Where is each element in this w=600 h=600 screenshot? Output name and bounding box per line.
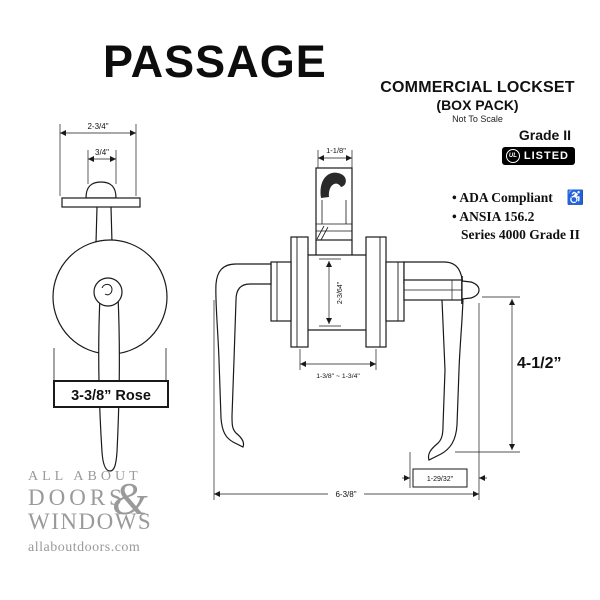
dim-latch-tip-label: 1-29/32" — [427, 476, 454, 483]
latch-tube-lines — [404, 280, 462, 300]
rose-right-side — [365, 236, 387, 348]
dim-rose-diameter — [53, 348, 167, 380]
watermark-url: allaboutdoors.com — [28, 540, 141, 555]
scale-note: Not To Scale — [452, 114, 503, 124]
page-title: PASSAGE — [103, 36, 327, 87]
ul-logo-text: UL — [508, 153, 517, 159]
dim-rose-width-label: 2-3/4" — [87, 122, 108, 131]
watermark-line3: WINDOWS — [28, 509, 153, 534]
chassis-detail-lines — [316, 200, 352, 241]
dim-chassis-width — [317, 150, 353, 168]
chassis-catch-shaded — [320, 172, 346, 198]
lever-left-neck — [270, 261, 292, 322]
dim-overall-width — [213, 300, 479, 500]
dim-door-thickness-label: 1-3/8" ~ 1-3/4" — [316, 373, 360, 380]
watermark: ALL ABOUT DOORS WINDOWS & allaboutdoors.… — [28, 468, 152, 556]
lever-left — [215, 263, 272, 448]
ul-listed-label: LISTED — [523, 150, 569, 162]
dim-chassis-width-label: 1-1/8" — [326, 146, 346, 155]
watermark-line1: ALL ABOUT — [28, 469, 142, 484]
dim-lever-drop — [455, 296, 520, 453]
dim-lever-width-label: 3/4" — [95, 148, 109, 157]
front-view-drawing: 2-3/4" 3/4" 3- — [52, 122, 169, 472]
watermark-ampersand: & — [112, 473, 148, 524]
product-title: COMMERCIAL LOCKSET — [380, 79, 575, 96]
lever-stem — [95, 206, 113, 244]
ul-listed-badge: UL LISTED — [370, 147, 575, 165]
feature-ansi: • ANSIA 156.2 — [452, 209, 535, 224]
latch-bolt — [461, 280, 480, 300]
dim-rose-width — [59, 124, 137, 196]
latch-tip-label-box — [412, 468, 468, 488]
ul-logo-icon: UL — [505, 149, 520, 163]
body-connectors — [308, 240, 366, 331]
ul-badge-box: UL LISTED — [501, 147, 575, 165]
feature-list: • ADA Compliant ♿ • ANSIA 156.2 Series 40… — [370, 189, 585, 244]
dim-lever-width — [87, 150, 117, 184]
lever-hub — [93, 277, 123, 307]
rose-left-side — [290, 236, 309, 348]
rose-edge-bar — [61, 197, 141, 208]
feature-ada-text: • ADA Compliant — [452, 190, 553, 205]
lever-right-neck — [385, 261, 405, 322]
rose-label: 3-3/8” Rose — [71, 388, 151, 404]
dim-overall-width-label: 6-3/8" — [335, 490, 356, 499]
dim-latch-tip — [402, 303, 487, 500]
watermark-line2: DOORS — [28, 485, 126, 510]
feature-ada: • ADA Compliant ♿ — [452, 189, 585, 208]
wheelchair-icon: ♿ — [566, 191, 585, 206]
side-view-drawing: 1-1/8" 2-3/64" — [213, 146, 561, 500]
feature-series: Series 4000 Grade II — [461, 227, 580, 242]
product-subtitle: (BOX PACK) — [436, 97, 519, 113]
dim-hub-height-label: 2-3/64" — [337, 281, 344, 304]
dim-lever-drop-label: 4-1/2” — [517, 355, 561, 372]
hub-detail — [101, 283, 113, 296]
lever-top-dome — [85, 181, 117, 199]
dim-door-thickness — [299, 349, 377, 370]
dim-hub-height — [319, 258, 341, 327]
rose-label-box — [53, 380, 169, 408]
grade-label: Grade II — [518, 127, 571, 143]
product-info-block: COMMERCIAL LOCKSET (BOX PACK) Not To Sca… — [370, 78, 585, 244]
